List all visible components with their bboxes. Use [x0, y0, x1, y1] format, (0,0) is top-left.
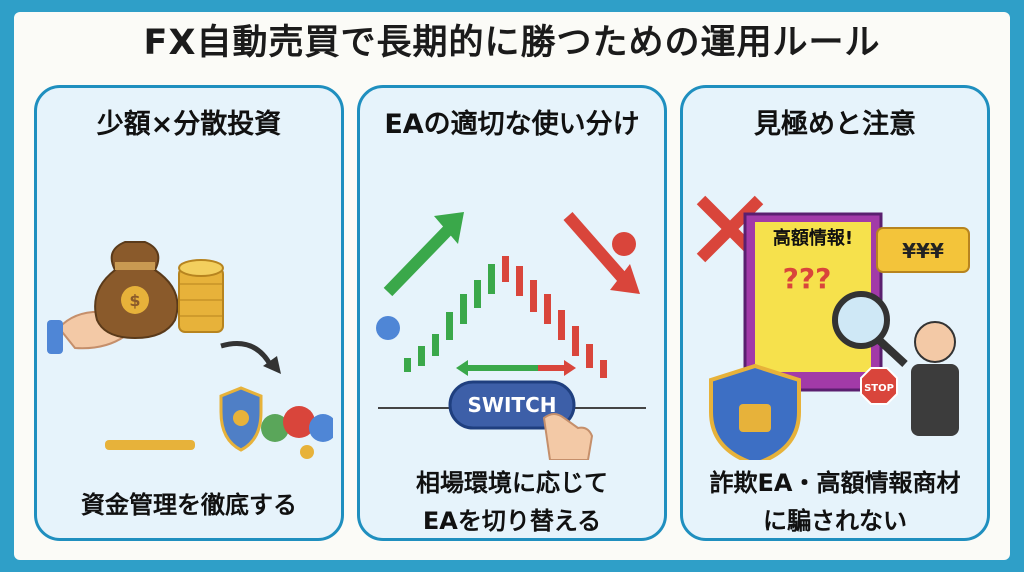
book-label: 高額情報!: [773, 227, 853, 249]
gear-icon: [300, 445, 314, 459]
caption-line: 詐欺EA・高額情報商材: [709, 469, 961, 497]
coin-stack-icon: [178, 259, 224, 333]
stop-sign-icon: STOP: [860, 367, 898, 405]
lock-shield-icon: [709, 363, 801, 460]
ea-switching-illustration: SWITCH: [376, 212, 646, 460]
caption-line: 相場環境に応じて: [416, 469, 608, 497]
caption-line: に騙されない: [763, 507, 907, 535]
shield-icon: [219, 386, 263, 452]
panel-caption: 資金管理を徹底する: [81, 491, 297, 519]
hand-pointer-icon: [542, 413, 594, 460]
panel-caption: 詐欺EA・高額情報商材 に騙されない: [683, 464, 987, 540]
panel-heading: EAの適切な使い分け: [384, 109, 640, 140]
svg-text:???: ???: [783, 262, 832, 295]
switch-button: [448, 380, 576, 430]
scale-icon: [105, 440, 195, 450]
switch-label: SWITCH: [468, 393, 557, 417]
money-management-illustration: $: [47, 241, 333, 459]
money-bag-icon: $: [94, 241, 179, 340]
caption-line: EAを切り替える: [422, 507, 602, 535]
scam-warning-illustration: 高額情報! ??? ¥¥¥ STOP: [696, 195, 970, 460]
svg-text:$: $: [129, 291, 140, 310]
svg-text:¥¥¥: ¥¥¥: [902, 239, 944, 263]
price-tag-icon: ¥¥¥: [876, 227, 970, 273]
panel-caution: 見極めと注意 高額情報! ??? ¥¥¥: [680, 85, 990, 541]
up-arrow-icon: [383, 212, 464, 297]
panel-heading: 見極めと注意: [754, 109, 916, 140]
svg-text:STOP: STOP: [864, 383, 894, 394]
panel-diversification: 少額×分散投資 $: [34, 85, 344, 541]
down-arrow-icon: [563, 212, 640, 294]
page-title: FX自動売買で長期的に勝つための運用ルール: [143, 23, 881, 63]
panel-ea-switching: EAの適切な使い分け: [357, 85, 667, 541]
content-area: FX自動売買で長期的に勝つための運用ルール 少額×分散投資 $: [14, 12, 1010, 560]
person-icon: [911, 321, 959, 436]
panel-heading: 少額×分散投資: [96, 109, 282, 140]
robot-icon: [376, 232, 636, 340]
arrow-icon: [220, 341, 274, 368]
candlestick-chart: [404, 256, 607, 378]
magnifier-icon: [832, 291, 908, 367]
panel-caption: 相場環境に応じて EAを切り替える: [360, 464, 664, 540]
